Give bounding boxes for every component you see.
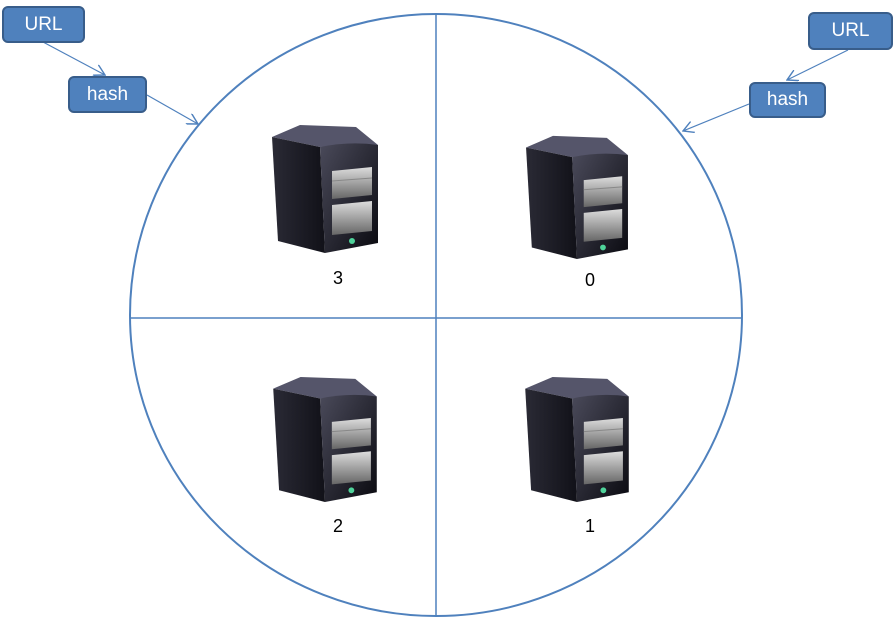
server-icon-3 — [271, 124, 379, 253]
arrow-url-to-hash-left — [42, 41, 105, 75]
server-icon-0 — [525, 135, 629, 259]
server-icon-1 — [524, 376, 630, 502]
arrow-hash-to-ring-left — [146, 94, 198, 124]
server-icon-2 — [272, 376, 378, 502]
arrow-hash-to-ring-right — [683, 103, 750, 131]
server-label-0: 0 — [584, 270, 595, 290]
server-label-2: 2 — [332, 516, 343, 536]
url-box-right: URL — [808, 12, 893, 50]
arrow-url-to-hash-right — [787, 49, 849, 80]
url-box-left: URL — [2, 6, 85, 43]
server-label-3: 3 — [332, 268, 343, 288]
server-label-1: 1 — [584, 516, 595, 536]
hash-box-left: hash — [68, 76, 147, 113]
hash-box-right: hash — [749, 82, 826, 118]
